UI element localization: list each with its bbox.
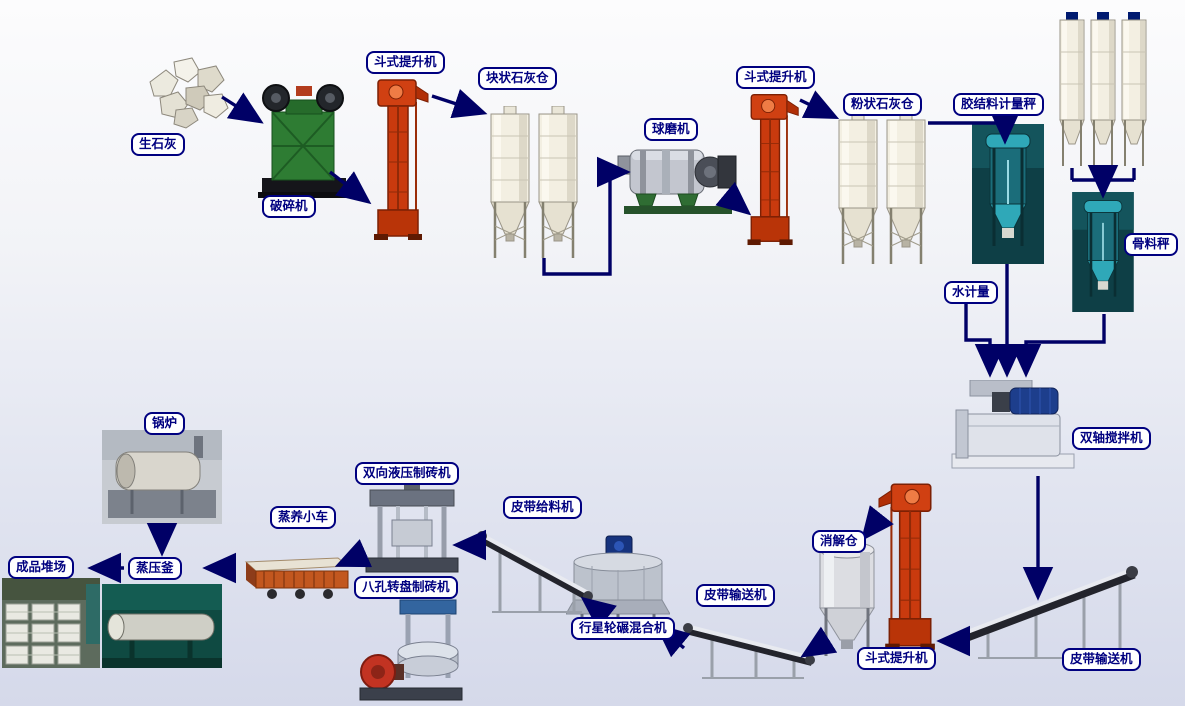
label-binder-metering-scale: 胶结料计量秤 (953, 93, 1045, 116)
label-bucket-elevator-2: 斗式提升机 (736, 66, 815, 89)
label-belt-conveyor-mid: 皮带输送机 (696, 584, 775, 607)
binder-scale-image (972, 124, 1044, 264)
label-powder-lime-silo: 粉状石灰仓 (843, 93, 922, 116)
belt-conveyor-right-image (948, 550, 1140, 662)
label-bucket-elevator-3: 斗式提升机 (857, 647, 936, 670)
autoclave-photo (102, 584, 222, 668)
label-rotary-brick-press: 八孔转盘制砖机 (354, 576, 458, 599)
bucket-elevator-2-image (740, 84, 802, 252)
label-hydraulic-brick-press: 双向液压制砖机 (355, 462, 459, 485)
label-planetary-wheel-mixer: 行星轮碾混合机 (571, 617, 675, 640)
boiler-photo (102, 430, 222, 524)
label-steam-curing-cart: 蒸养小车 (270, 506, 337, 529)
belt-feeder-image (470, 514, 600, 618)
crusher-image (256, 82, 350, 202)
label-water-metering: 水计量 (944, 281, 998, 304)
label-quicklime: 生石灰 (131, 133, 185, 156)
twin-shaft-mixer-image (948, 380, 1080, 474)
label-crusher: 破碎机 (262, 195, 316, 218)
hydraulic-brick-press-image (360, 480, 464, 576)
steam-curing-cart-image (238, 544, 352, 604)
label-bucket-elevator-1: 斗式提升机 (366, 51, 445, 74)
slaking-silo-image (814, 540, 880, 662)
belt-conveyor-mid-image (678, 604, 820, 684)
label-aggregate-scale: 骨料秤 (1124, 233, 1178, 256)
powder-lime-silos-image (834, 112, 930, 270)
rotary-brick-press-image (356, 594, 466, 706)
label-ball-mill: 球磨机 (644, 118, 698, 141)
ball-mill-image (616, 136, 738, 218)
label-lump-lime-silo: 块状石灰仓 (478, 67, 557, 90)
label-slaking-silo: 消解仓 (812, 530, 866, 553)
bucket-elevator-1-image (366, 72, 432, 244)
product-yard-photo (2, 578, 100, 668)
label-boiler: 锅炉 (144, 412, 186, 435)
lump-lime-silos-image (486, 106, 582, 264)
label-autoclave: 蒸压釜 (128, 557, 182, 580)
label-finished-product-yard: 成品堆场 (8, 556, 75, 579)
label-belt-feeder: 皮带给料机 (503, 496, 582, 519)
label-belt-conveyor-right: 皮带输送机 (1062, 648, 1141, 671)
bucket-elevator-3-image (872, 476, 946, 654)
aggregate-silos-image (1056, 12, 1150, 172)
label-twin-shaft-mixer: 双轴搅拌机 (1072, 427, 1151, 450)
quicklime-rocks-image (140, 52, 236, 130)
